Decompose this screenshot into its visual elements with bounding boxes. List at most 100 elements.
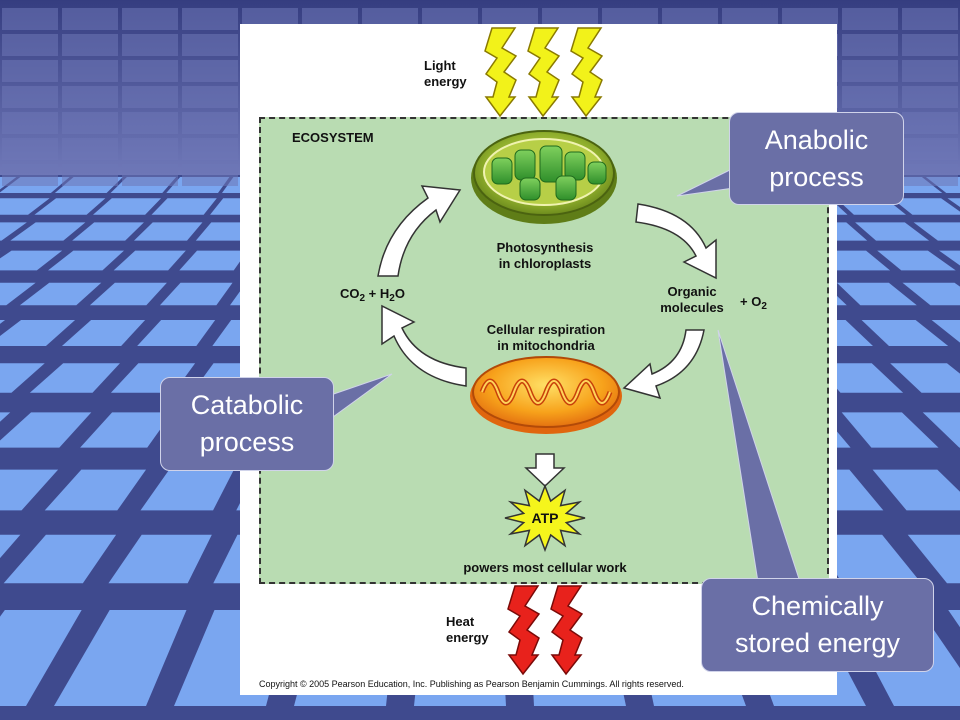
grid-tile: [939, 250, 960, 266]
grid-tile: [62, 112, 118, 134]
grid-tile: [48, 250, 124, 271]
grid-tile: [62, 86, 118, 108]
grid-tile: [0, 198, 50, 215]
grid-tile: [0, 534, 21, 559]
grid-tile: [80, 412, 173, 448]
grid-tile: [122, 86, 178, 108]
grid-tile: [861, 320, 949, 346]
grid-tile: [10, 222, 86, 241]
grid-tile: [2, 112, 58, 134]
grid-tile: [902, 34, 958, 56]
grid-tile: [0, 412, 11, 422]
grid-tile: [3, 534, 117, 584]
copyright-text: Copyright © 2005 Pearson Education, Inc.…: [259, 679, 684, 689]
grid-tile: [877, 250, 956, 271]
mitochondrion-icon: [470, 356, 622, 434]
grid-tile: [0, 320, 6, 324]
grid-tile: [811, 534, 922, 584]
heat-bolt-icon: [507, 585, 584, 676]
grid-tile: [182, 112, 238, 134]
grid-tile: [0, 610, 82, 706]
grid-tile: [151, 198, 217, 215]
grid-tile: [92, 198, 162, 215]
grid-tile: [179, 250, 248, 271]
co2-h2o-label: CO2 + H2O: [340, 286, 405, 304]
grid-tile: [842, 86, 898, 108]
grid-tile: [0, 282, 36, 306]
grid-tile: [44, 469, 147, 511]
grid-tile: [182, 138, 238, 160]
down-arrow-icon: [524, 453, 566, 488]
grid-tile: [902, 164, 958, 186]
grid-tile: [0, 250, 63, 271]
grid-tile: [182, 164, 238, 186]
grid-tile: [841, 412, 939, 448]
grid-tile: [902, 112, 958, 134]
grid-tile: [62, 34, 118, 56]
grid-tile: [62, 8, 118, 30]
grid-tile: [159, 282, 233, 306]
grid-tile: [902, 8, 958, 30]
grid-tile: [122, 164, 178, 186]
grid-tile: [122, 34, 178, 56]
grid-tile: [902, 86, 958, 108]
grid-tile: [842, 60, 898, 82]
photosynthesis-label: Photosynthesis in chloroplasts: [496, 240, 594, 271]
grid-tile: [2, 60, 58, 82]
grid-tile: [182, 86, 238, 108]
grid-tile: [72, 222, 144, 241]
grid-tile: [902, 60, 958, 82]
grid-tile: [814, 363, 904, 393]
grid-tile: [872, 469, 960, 511]
grid-tile: [122, 8, 178, 30]
grid-tile: [2, 138, 58, 160]
grid-tile: [62, 164, 118, 186]
atp-starburst-icon: [504, 483, 586, 553]
atp-label: ATP: [531, 510, 559, 526]
plus-o2-label: + O2: [740, 294, 767, 312]
chemical-callout-pointer: [717, 329, 801, 583]
grid-tile: [140, 469, 234, 511]
light-energy-label: Light energy: [424, 58, 467, 89]
grid-tile: [113, 250, 186, 271]
grid-tile: [0, 320, 76, 346]
ecosystem-label: ECOSYSTEM: [292, 130, 374, 145]
grid-tile: [855, 222, 930, 241]
grid-tile: [0, 469, 59, 511]
respiration-label: Cellular respiration in mitochondria: [486, 322, 606, 353]
grid-tile: [2, 8, 58, 30]
grid-tile: [2, 164, 58, 186]
grid-tile: [913, 222, 960, 241]
grid-tile: [836, 282, 917, 306]
grid-tile: [182, 8, 238, 30]
organic-molecules-label: Organic molecules: [660, 284, 724, 315]
grid-tile: [842, 34, 898, 56]
grid-tile: [122, 112, 178, 134]
grid-tile: [62, 138, 118, 160]
grid-tile: [29, 363, 120, 393]
grid-tile: [902, 282, 960, 306]
light-bolt-icon: [484, 27, 604, 118]
grid-tile: [54, 610, 187, 706]
grid-tile: [947, 198, 960, 208]
grid-tile: [842, 8, 898, 30]
atp-caption: powers most cellular work: [463, 560, 627, 575]
grid-tile: [931, 320, 960, 343]
grid-tile: [948, 610, 960, 628]
grid-tile: [108, 534, 212, 584]
grid-tile: [62, 60, 118, 82]
grid-tile: [922, 412, 960, 448]
grid-tile: [19, 282, 102, 306]
grid-tile: [891, 198, 960, 215]
grid-tile: [0, 222, 27, 241]
grid-tile: [0, 363, 45, 393]
grid-tile: [907, 534, 960, 584]
grid-tile: [2, 86, 58, 108]
grid-tile: [182, 34, 238, 56]
heat-energy-label: Heat energy: [446, 614, 489, 645]
grid-tile: [137, 320, 216, 346]
